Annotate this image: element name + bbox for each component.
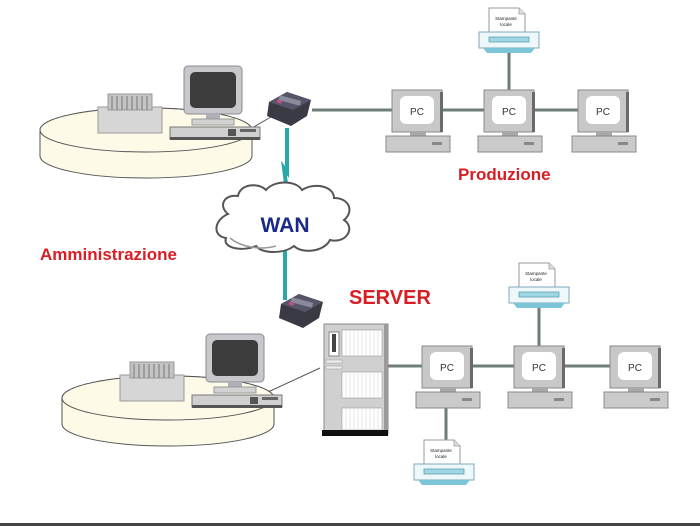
printer-label: locale <box>530 277 542 282</box>
server <box>321 323 389 437</box>
printer-label: Stampante <box>495 16 517 21</box>
label-produzione: Produzione <box>458 165 551 184</box>
pc-top-3: PC <box>571 89 637 153</box>
pc-bottom-1: PC <box>415 345 481 409</box>
label-amministrazione: Amministrazione <box>40 245 177 264</box>
printer-bottom-upper: Stampante locale <box>508 262 570 309</box>
cable-admin-bottom <box>267 367 321 393</box>
pc-top-2: PC <box>477 89 543 153</box>
workstation-bottom <box>61 333 283 447</box>
pc-bottom-3: PC <box>603 345 669 409</box>
pc-bottom-2: PC <box>507 345 573 409</box>
printer-top: Stampante locale <box>478 7 540 54</box>
printer-bottom-lower: Stampante locale <box>413 439 475 486</box>
printer-label: Stampante <box>430 448 452 453</box>
workstation-top <box>39 65 261 179</box>
pc-label: PC <box>532 363 546 374</box>
wan-cloud: WAN <box>215 181 351 253</box>
wan-label: WAN <box>261 214 310 237</box>
printer-label: locale <box>435 454 447 459</box>
printer-label: Stampante <box>525 271 547 276</box>
pc-label: PC <box>596 107 610 118</box>
printer-label: locale <box>500 22 512 27</box>
pc-label: PC <box>502 107 516 118</box>
bottom-divider <box>0 523 700 526</box>
router-top <box>267 92 311 126</box>
pc-label: PC <box>440 363 454 374</box>
pc-label: PC <box>628 363 642 374</box>
pc-top-1: PC <box>385 89 451 153</box>
label-server: SERVER <box>349 287 431 309</box>
pc-label: PC <box>410 107 424 118</box>
